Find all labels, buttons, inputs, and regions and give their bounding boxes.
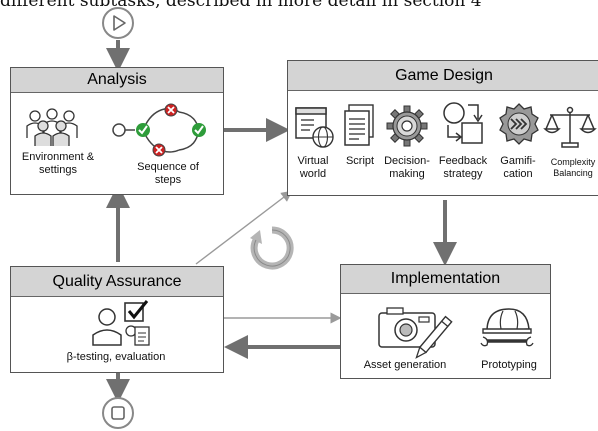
item-gamification: Gamifi- cation <box>500 155 536 180</box>
start-play-icon <box>102 7 134 39</box>
implementation-box: Implementation Asset generation Prototyp… <box>340 264 551 379</box>
arrow-qa-design <box>195 190 293 265</box>
people-icon <box>26 108 78 146</box>
item-decision-making: Decision- making <box>384 155 430 180</box>
caption-fragment: different subtasks, described in more de… <box>0 0 482 11</box>
stop-icon <box>102 397 134 429</box>
sequence-label: Sequence of steps <box>137 161 199 186</box>
analysis-title: Analysis <box>11 68 223 93</box>
gear-icon <box>386 105 428 147</box>
sequence-icon <box>112 103 206 157</box>
qa-label: β-testing, evaluation <box>66 351 166 363</box>
item-script: Script <box>345 155 375 167</box>
implementation-title: Implementation <box>341 265 550 294</box>
gamification-badge-icon <box>499 103 539 145</box>
item-feedback-strategy: Feedback strategy <box>438 155 488 180</box>
person-check-icon <box>92 300 150 346</box>
item-virtual-world: Virtual world <box>297 155 329 180</box>
environment-label: Environment & settings <box>21 151 95 176</box>
game-design-title: Game Design <box>288 61 598 91</box>
quality-assurance-title: Quality Assurance <box>11 267 223 297</box>
quality-assurance-box: Quality Assurance β-testing, evaluation <box>10 266 224 373</box>
analysis-box: Analysis Environment & settings Sequence… <box>10 67 224 195</box>
item-prototyping: Prototyping <box>481 359 537 371</box>
helmet-tools-icon <box>480 308 534 347</box>
game-design-box: Game Design Virtual world Script <box>287 60 598 196</box>
item-complexity-balancing: Complexity Balancing <box>550 157 596 178</box>
script-icon <box>344 104 374 146</box>
balance-scale-icon <box>543 106 597 148</box>
cycle-icon <box>250 226 294 270</box>
monitor-globe-icon <box>295 107 334 148</box>
item-asset-generation: Asset generation <box>363 359 447 371</box>
camera-pencil-icon <box>378 307 453 359</box>
feedback-icon <box>443 102 483 144</box>
